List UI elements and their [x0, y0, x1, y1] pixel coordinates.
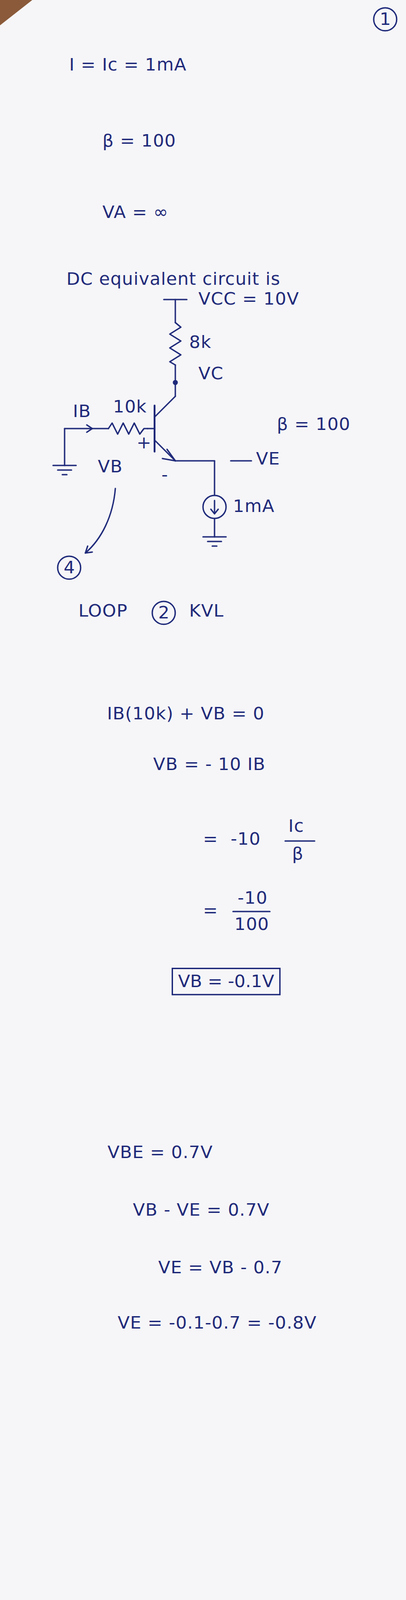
- desk-corner: [0, 0, 33, 26]
- callout-digit: 4: [63, 558, 75, 579]
- given-value: VA = ∞: [102, 203, 169, 223]
- equation-text: -10: [237, 889, 268, 909]
- loop-arrow-head: [85, 546, 93, 554]
- callout-number: 2: [151, 601, 177, 627]
- wire: [214, 519, 216, 538]
- box-outline: [172, 969, 281, 997]
- equation-text: IB(10k) + VB = 0: [107, 704, 265, 725]
- current-label: IB: [72, 402, 91, 422]
- transistor-emitter: [154, 440, 176, 462]
- ground-symbol: [203, 537, 227, 539]
- ground-symbol: [207, 541, 222, 544]
- current-arrow-head: [86, 425, 93, 433]
- node-dot: [173, 381, 178, 385]
- heading-text: KVL: [189, 602, 224, 622]
- loop-arrow: [85, 489, 116, 554]
- equation-text: β: [292, 845, 304, 865]
- voltage-label: VB: [97, 457, 123, 478]
- wire: [175, 460, 215, 463]
- emitter-arrow: [162, 449, 176, 462]
- equation-text: 100: [234, 915, 270, 936]
- fraction-bar: [232, 912, 270, 914]
- ground-symbol: [212, 546, 217, 548]
- circle-outline: [57, 556, 81, 580]
- note-text: DC equivalent circuit is: [66, 269, 281, 290]
- resistor-symbol: [108, 423, 148, 435]
- equation-text: VBE = 0.7V: [107, 1144, 214, 1164]
- wire: [64, 429, 66, 466]
- resistor-symbol: [169, 322, 181, 366]
- parameter-label: β = 100: [276, 415, 351, 435]
- given-value: I = Ic = 1mA: [69, 55, 187, 75]
- ground-symbol: [62, 474, 67, 477]
- equation-text: =: [203, 901, 219, 922]
- ground-symbol: [53, 465, 77, 467]
- current-arrow-head: [210, 509, 219, 515]
- fraction-bar: [285, 841, 315, 843]
- polarity-sign: +: [136, 433, 152, 454]
- current-label: 1mA: [232, 497, 275, 517]
- current-source-symbol: [203, 495, 227, 520]
- circle-outline: [152, 602, 176, 626]
- resistor-label: 10k: [113, 397, 147, 418]
- heading-text: LOOP: [78, 602, 128, 622]
- node-label: VE: [256, 449, 281, 470]
- supply-label: VCC = 10V: [198, 289, 299, 310]
- node-tick: [230, 460, 252, 463]
- result-text: VB = -0.1V: [178, 973, 275, 993]
- wire: [147, 428, 155, 430]
- equation-text: -10: [230, 830, 261, 850]
- callout-digit: 1: [379, 9, 391, 30]
- node-label: VC: [198, 364, 224, 384]
- equation-text: VE = VB - 0.7: [158, 1259, 283, 1279]
- current-arrow: [214, 501, 216, 514]
- equation-text: =: [203, 830, 219, 850]
- wire: [174, 299, 177, 323]
- equation-text: VB - VE = 0.7V: [132, 1201, 270, 1222]
- equation-text: VB = - 10 IB: [153, 755, 266, 776]
- ground-symbol: [57, 470, 72, 472]
- transistor-collector: [154, 396, 176, 418]
- wire: [214, 461, 216, 496]
- equation-text: VE = -0.1-0.7 = -0.8V: [117, 1314, 317, 1335]
- resistor-label: 8k: [189, 333, 212, 353]
- wire: [64, 428, 109, 430]
- polarity-sign: -: [161, 465, 169, 486]
- given-value: β = 100: [102, 131, 177, 151]
- callout-number: 1: [372, 6, 398, 32]
- result-box: VB = -0.1V: [171, 968, 281, 997]
- circle-outline: [373, 7, 397, 31]
- callout-number: 4: [56, 555, 82, 581]
- callout-digit: 2: [158, 603, 170, 624]
- equation-text: Ic: [288, 817, 305, 837]
